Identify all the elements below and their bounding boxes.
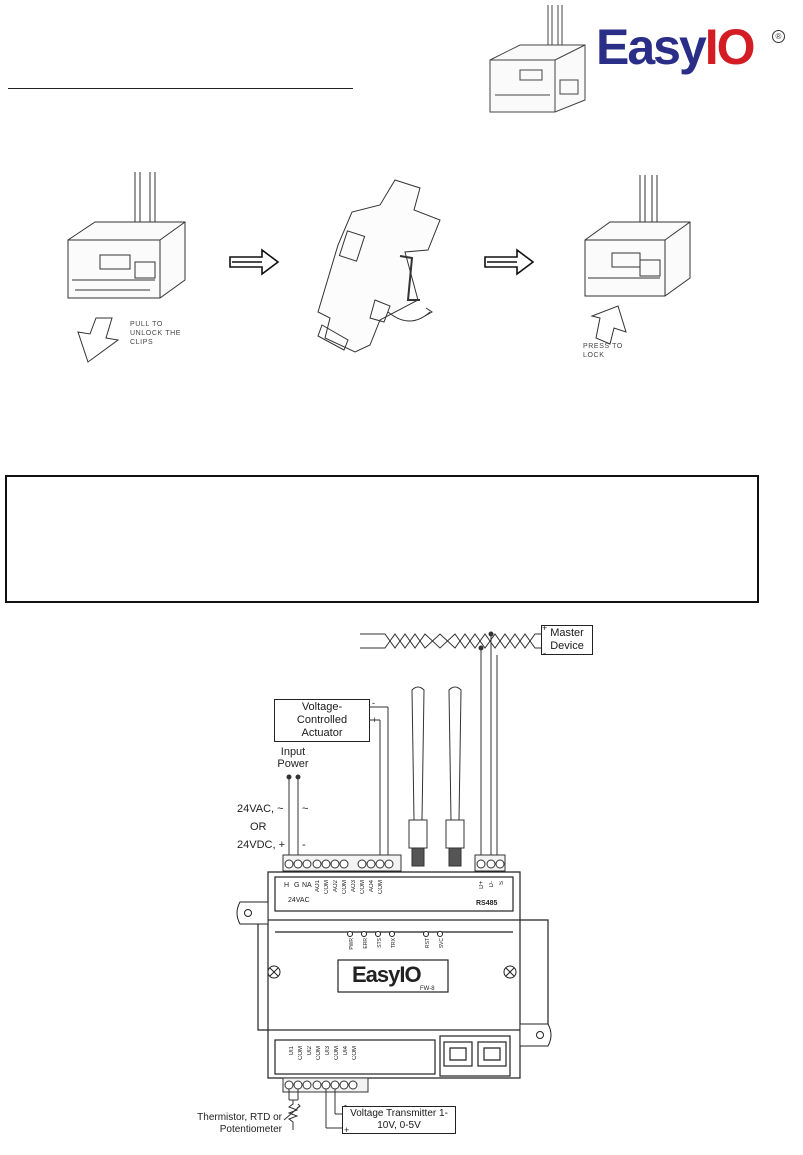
top-terminal-labels: H G NA AO1 COM AO2 COM AO3 COM AO4 COM 2… (284, 878, 404, 908)
bottom-terminal-block (282, 1077, 369, 1093)
transmitter-plus-label: + (344, 1125, 350, 1135)
top-terminal-screws (284, 859, 505, 869)
terminal-label: NA (302, 882, 312, 889)
actuator-box: Voltage-Controlled Actuator (274, 699, 370, 742)
master-minus-label: - (543, 648, 546, 658)
led-indicators (347, 931, 443, 937)
ac-supply-label: 24VAC, ~ (237, 803, 284, 815)
rs485-label: RS485 (476, 900, 498, 907)
power-terminal-label: 24VAC (288, 897, 310, 904)
header-rule (8, 88, 353, 89)
dc-minus-label: - (302, 839, 306, 851)
transmitter-box: Voltage Transmitter 1-10V, 0-5V (342, 1106, 456, 1134)
device-model-label: FW-8 (420, 986, 435, 992)
device-logo: EasyIO (352, 962, 422, 987)
transmitter-minus-label: - (344, 1100, 347, 1110)
terminal-label: COM (378, 880, 384, 894)
top-terminal-block (282, 854, 506, 872)
step-arrow-icon (229, 248, 280, 276)
step3-label: PRESS TO LOCK (583, 343, 623, 359)
thermistor-wiring (283, 1089, 301, 1130)
step1-label: PULL TO UNLOCK THE CLIPS (130, 321, 181, 346)
led-label: STS (377, 938, 383, 948)
thermistor-label: Thermistor, RTD or Potentiometer (197, 1112, 282, 1135)
led-label: TRX (391, 938, 397, 948)
power-wires (286, 774, 301, 855)
notice-box (5, 475, 759, 603)
actuator-wires (370, 706, 389, 855)
step2-side-view (317, 179, 441, 353)
rs485-twisted-cable (360, 631, 545, 855)
brand-logo: EasyIO (596, 19, 756, 75)
master-device-box: Master Device (541, 625, 593, 655)
master-plus-label: + (542, 623, 548, 633)
terminal-label: G (294, 882, 300, 889)
step3-device (584, 175, 691, 297)
bottom-terminal-screws (284, 1080, 358, 1090)
antenna-icon (408, 686, 465, 867)
rs485-terminal-label: S (499, 881, 505, 886)
terminal-label: H (284, 882, 290, 889)
led-label: RST (425, 938, 431, 948)
led-label: ERR (363, 938, 369, 949)
step-arrow-icon (484, 248, 535, 276)
input-power-label: Input Power (277, 746, 309, 770)
led-label: PWR (349, 938, 355, 950)
dc-supply-label: 24VDC, + (237, 839, 285, 851)
actuator-minus-label: - (372, 698, 375, 708)
pull-arrow-icon (77, 317, 120, 363)
bottom-terminal-label: COM (352, 1046, 358, 1060)
led-label: SVC (439, 938, 445, 949)
transmitter-wiring (325, 1089, 342, 1129)
registered-mark: ® (772, 30, 785, 43)
actuator-plus-label: + (372, 715, 378, 725)
or-label: OR (250, 821, 267, 833)
ac-tilde-label: ~ (302, 803, 309, 815)
step1-device (67, 172, 186, 299)
press-arrow-icon (590, 305, 627, 345)
